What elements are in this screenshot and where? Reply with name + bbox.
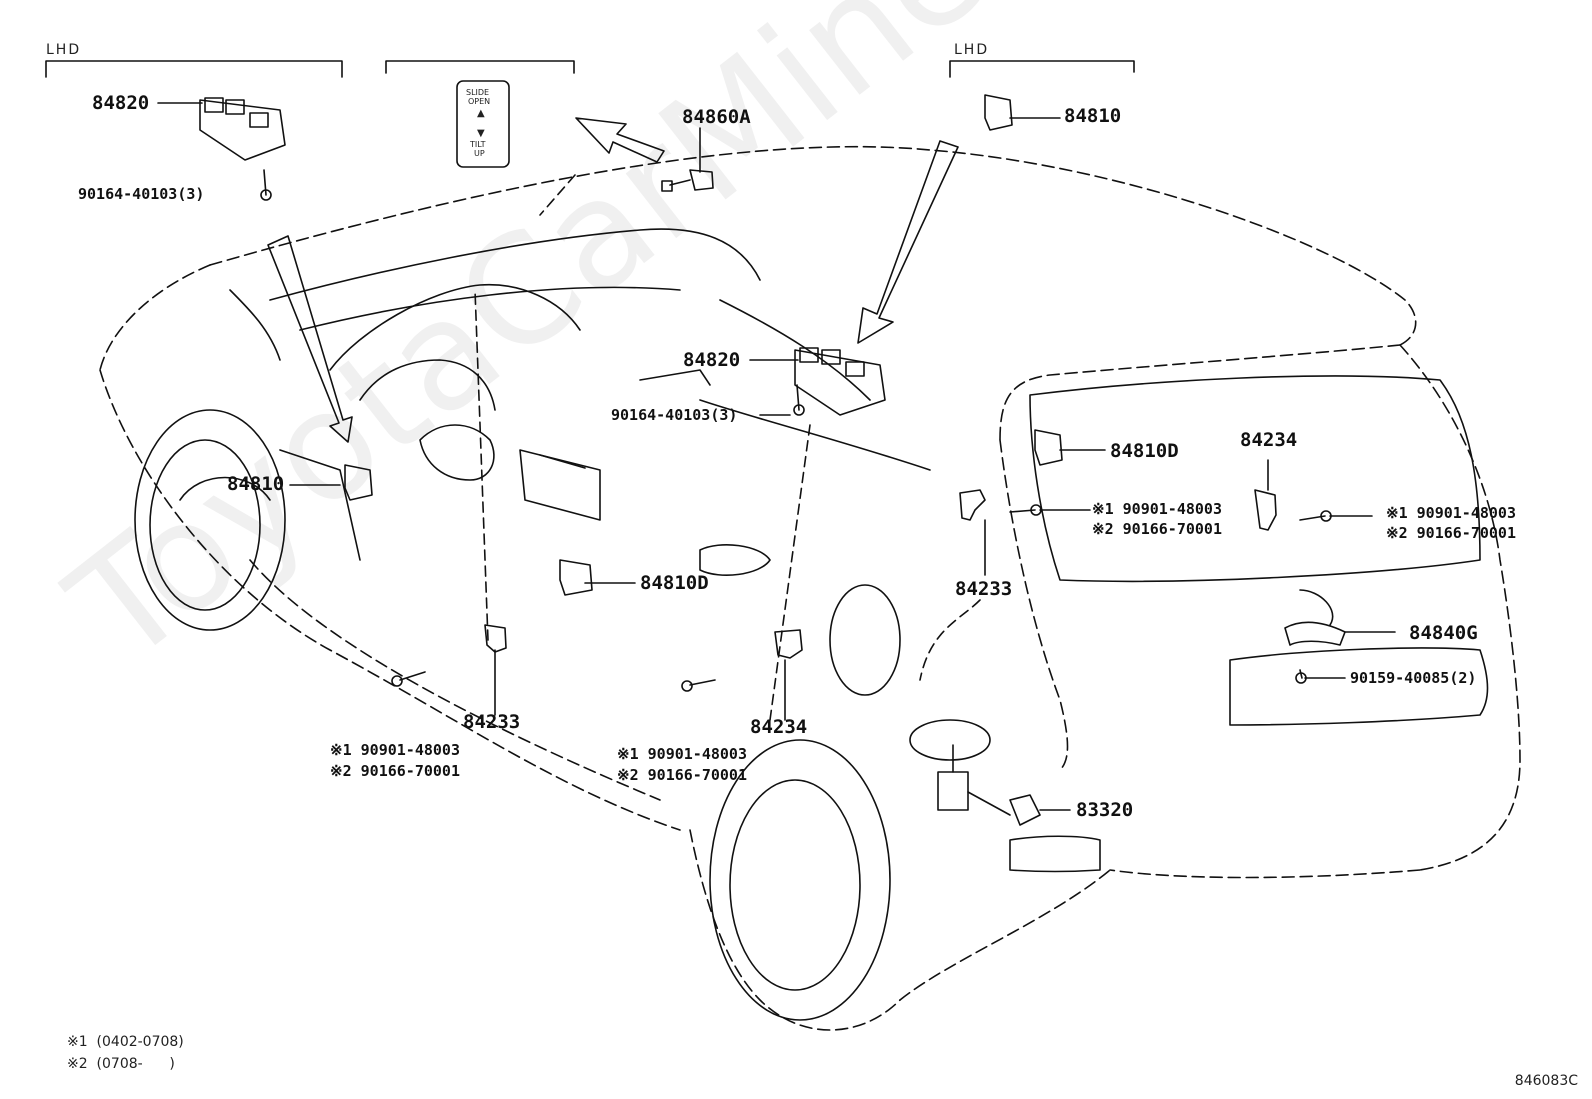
bolt-label-right-a-1: ※1 90901-48003 <box>1092 500 1222 518</box>
part-label-84810-top: 84810 <box>1064 105 1122 127</box>
dashed-leaders <box>474 174 981 721</box>
screw-parts <box>260 169 1332 692</box>
bolt-label-right-b-1: ※1 90901-48003 <box>1386 504 1516 522</box>
window-switch-top-right <box>984 94 1013 131</box>
window-switch-d-right <box>1034 429 1063 466</box>
fuel-door <box>829 584 901 696</box>
footnote-2: ※2 (0708- ) <box>67 1056 175 1072</box>
sensor-83320 <box>909 719 1041 826</box>
rear-hatch <box>1009 375 1489 873</box>
window-switch-d-mid <box>559 559 593 596</box>
panel-text-tilt: TILT <box>470 140 486 149</box>
part-label-90164-mid: 90164-40103(3) <box>611 406 738 424</box>
callout-arrow-left <box>267 235 353 443</box>
car-body-outline <box>99 145 1521 1031</box>
front-wheel <box>134 409 286 631</box>
part-label-84233-right: 84233 <box>955 578 1013 600</box>
part-label-84234-mid: 84234 <box>750 716 808 738</box>
footnote-1: ※1 (0402-0708) <box>67 1034 184 1050</box>
bolt-label-left-a-1: ※1 90901-48003 <box>330 741 460 759</box>
part-label-84820-mid: 84820 <box>683 349 741 371</box>
part-label-84860a: 84860A <box>682 106 751 128</box>
lhd-bracket-left <box>45 60 343 78</box>
courtesy-switch-left-b <box>774 629 803 659</box>
sunroof-switch-panel <box>456 80 510 168</box>
part-label-83320: 83320 <box>1076 799 1134 821</box>
part-label-84810-left: 84810 <box>227 473 285 495</box>
bolt-label-left-a-2: ※2 90166-70001 <box>330 762 460 780</box>
window-switch-left <box>344 464 373 501</box>
figure-id: 846083C <box>1514 1073 1578 1089</box>
bolt-label-right-b-2: ※2 90166-70001 <box>1386 524 1516 542</box>
part-label-84233-left: 84233 <box>463 711 521 733</box>
part-label-90164-top: 90164-40103(3) <box>78 185 205 203</box>
panel-text-open: OPEN <box>468 97 491 106</box>
part-label-84840g: 84840G <box>1409 622 1478 644</box>
door-handle <box>699 544 771 576</box>
part-label-84810d-right: 84810D <box>1110 440 1179 462</box>
master-switch-mid <box>794 347 886 416</box>
bolt-label-left-b-2: ※2 90166-70001 <box>617 766 747 784</box>
master-switch-top <box>199 97 286 161</box>
bolt-label-left-b-1: ※1 90901-48003 <box>617 745 747 763</box>
panel-down-arrow-icon: ▼ <box>477 128 485 139</box>
courtesy-switch-left-a <box>484 624 507 653</box>
rear-wheel <box>709 739 891 1021</box>
panel-up-arrow-icon: ▲ <box>477 108 485 119</box>
courtesy-switch-right-b <box>1254 489 1277 531</box>
part-label-84234-right: 84234 <box>1240 429 1298 451</box>
panel-text-slide: SLIDE <box>466 88 490 97</box>
lhd-label-left: LHD <box>46 42 82 58</box>
sunroof-switch <box>661 169 714 192</box>
lhd-bracket-right <box>949 60 1135 78</box>
panel-bracket <box>385 60 575 74</box>
callout-arrow-roof <box>575 117 665 163</box>
licence-lamp <box>1284 621 1346 646</box>
part-label-84820-top: 84820 <box>92 92 150 114</box>
bolt-label-right-a-2: ※2 90166-70001 <box>1092 520 1222 538</box>
part-label-84810d-mid: 84810D <box>640 572 709 594</box>
car-interior <box>179 228 931 561</box>
lhd-label-right: LHD <box>954 42 990 58</box>
callout-arrow-right <box>857 140 959 344</box>
panel-text-up: UP <box>474 149 485 158</box>
courtesy-switch-right-a <box>959 489 986 521</box>
leader-lines <box>157 102 1396 811</box>
part-label-90159: 90159-40085(2) <box>1350 669 1477 687</box>
